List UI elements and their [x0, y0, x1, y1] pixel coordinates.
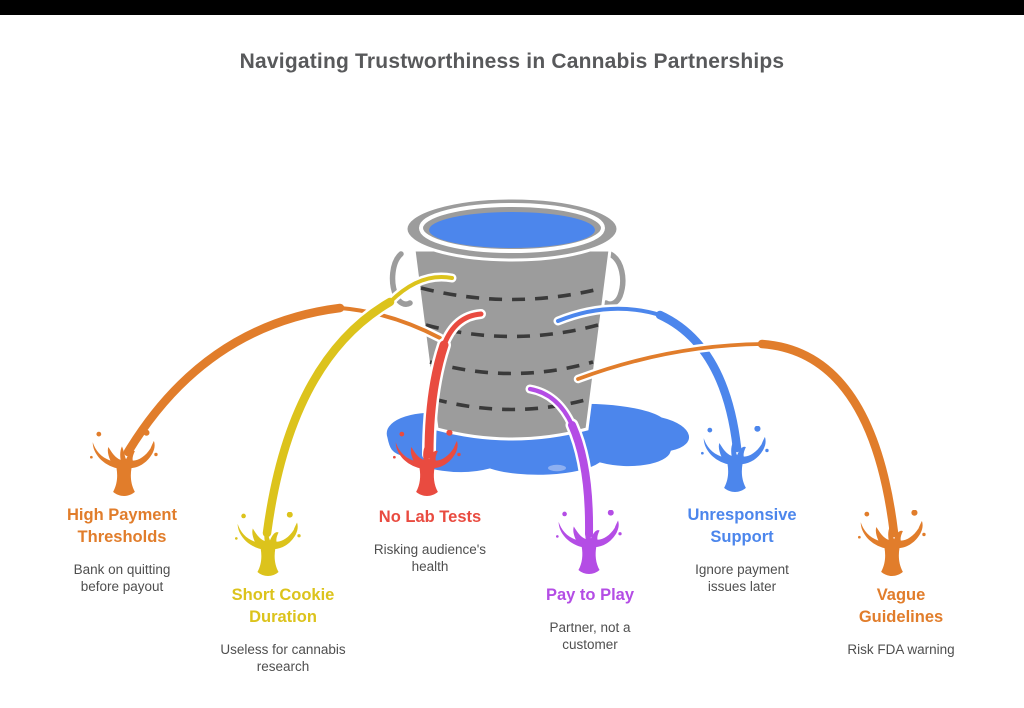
risk-item-high-payment-thresholds: High Payment Thresholds Bank on quitting…	[62, 505, 182, 595]
stream-high-payment-thresholds	[121, 301, 445, 459]
item-desc: Partner, not a customer	[549, 619, 631, 653]
item-desc: Useless for cannabis research	[220, 641, 346, 675]
item-title: High Payment Thresholds	[66, 506, 178, 546]
risk-item-pay-to-play: Pay to Play Partner, not a customer	[535, 585, 645, 653]
bucket-rim-inner-ring	[419, 203, 605, 253]
bucket-hoop-3	[429, 360, 594, 376]
item-title: Unresponsive Support	[687, 506, 797, 546]
item-desc: Bank on quitting before payout	[73, 561, 171, 595]
risk-item-no-lab-tests: No Lab Tests Risking audience's health	[365, 507, 495, 575]
bucket-hoop-4	[433, 397, 590, 412]
puddle-highlight	[548, 464, 566, 472]
splash-icon-high-payment-thresholds	[90, 430, 158, 496]
item-title: Vague Guidelines	[858, 586, 944, 626]
stream-unresponsive-support	[553, 304, 744, 455]
stream-no-lab-tests	[422, 309, 486, 461]
stream-vague-guidelines	[573, 337, 901, 540]
page-title: Navigating Trustworthiness in Cannabis P…	[239, 50, 785, 73]
item-title: No Lab Tests	[378, 508, 482, 526]
bucket-hoop-1	[420, 286, 604, 302]
top-black-bar	[0, 0, 1024, 15]
bucket-water	[429, 212, 595, 248]
item-desc: Ignore payment issues later	[695, 561, 789, 595]
stream-pay-to-play	[525, 384, 596, 541]
risk-item-vague-guidelines: Vague Guidelines Risk FDA warning	[846, 585, 956, 658]
item-title: Short Cookie Duration	[231, 586, 335, 626]
item-desc: Risk FDA warning	[847, 641, 955, 657]
risk-item-short-cookie-duration: Short Cookie Duration Useless for cannab…	[213, 585, 353, 675]
item-desc: Risking audience's health	[373, 541, 487, 575]
bucket-handle-right-metal	[603, 251, 626, 307]
item-title: Pay to Play	[545, 586, 635, 604]
stream-short-cookie-duration	[260, 272, 457, 540]
risk-item-unresponsive-support: Unresponsive Support Ignore payment issu…	[677, 505, 807, 595]
